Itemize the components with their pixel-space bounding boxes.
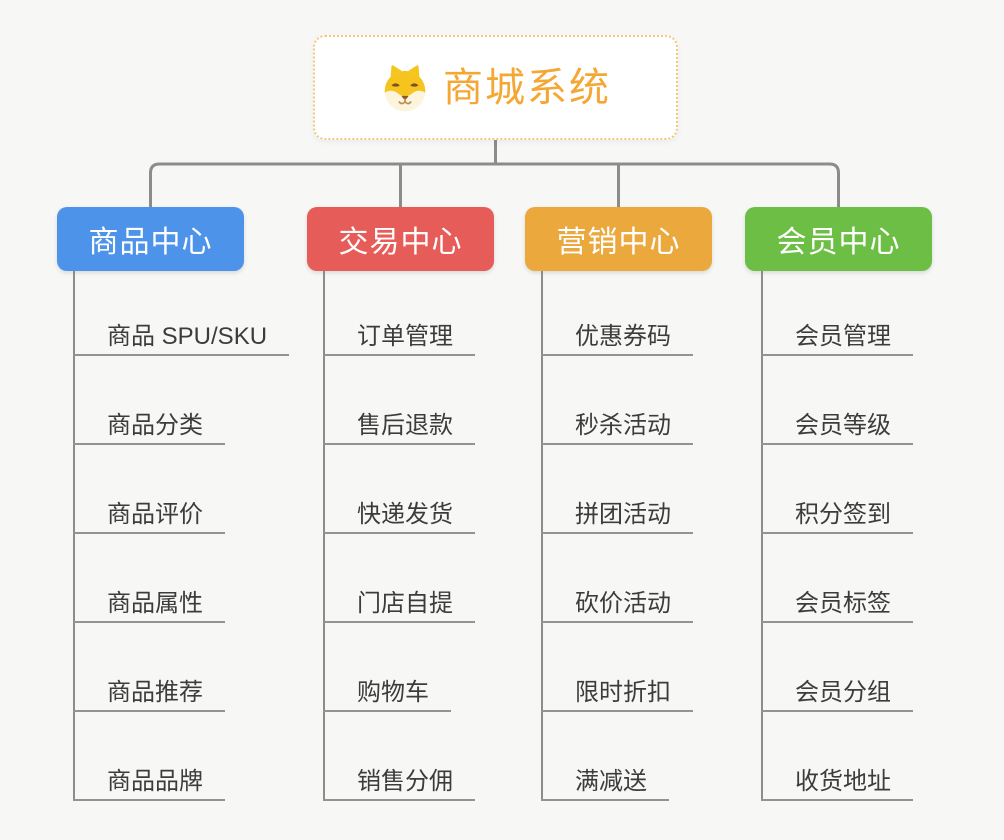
- leaf-topic-label: 门店自提: [357, 590, 453, 617]
- leaf-topic-label: 商品评价: [107, 501, 203, 528]
- leaf-topic-label: 商品 SPU/SKU: [107, 323, 268, 350]
- leaf-topic[interactable]: 商品分类: [73, 401, 225, 445]
- leaf-topic-label: 商品属性: [107, 590, 203, 617]
- branch-spine-line: [323, 271, 325, 801]
- leaf-topic[interactable]: 会员等级: [761, 401, 913, 445]
- leaf-topic[interactable]: 售后退款: [323, 401, 475, 445]
- leaf-topic[interactable]: 商品评价: [73, 490, 225, 534]
- leaf-topic[interactable]: 快递发货: [323, 490, 475, 534]
- leaf-topic[interactable]: 销售分佣: [323, 757, 475, 801]
- branch-spine-line: [73, 271, 75, 801]
- leaf-topic-label: 拼团活动: [575, 501, 671, 528]
- leaf-topic[interactable]: 会员管理: [761, 312, 913, 356]
- leaf-topic-label: 商品品牌: [107, 768, 203, 795]
- leaf-topic-label: 会员等级: [795, 412, 891, 439]
- branch-node-member-center[interactable]: 会员中心: [745, 207, 932, 271]
- leaf-topic[interactable]: 优惠券码: [541, 312, 693, 356]
- root-node[interactable]: 商城系统: [313, 35, 678, 140]
- branch-label: 商品中心: [88, 226, 213, 259]
- leaf-topic-label: 订单管理: [357, 323, 453, 350]
- branch-label: 会员中心: [776, 226, 901, 259]
- branch-node-marketing-center[interactable]: 营销中心: [525, 207, 712, 271]
- branch-spine-line: [761, 271, 763, 801]
- leaf-topic[interactable]: 满减送: [541, 757, 669, 801]
- leaf-topic-label: 会员分组: [795, 679, 891, 706]
- leaf-topic-label: 会员标签: [795, 590, 891, 617]
- leaf-topic-label: 满减送: [575, 768, 647, 795]
- leaf-topic-label: 砍价活动: [575, 590, 671, 617]
- leaf-topic[interactable]: 商品推荐: [73, 668, 225, 712]
- leaf-topic-label: 收货地址: [795, 768, 891, 795]
- leaf-topic-label: 商品分类: [107, 412, 203, 439]
- leaf-topic[interactable]: 商品品牌: [73, 757, 225, 801]
- leaf-topic[interactable]: 会员分组: [761, 668, 913, 712]
- leaf-topic[interactable]: 门店自提: [323, 579, 475, 623]
- branch-spine-line: [541, 271, 543, 801]
- leaf-topic[interactable]: 商品属性: [73, 579, 225, 623]
- leaf-topic[interactable]: 砍价活动: [541, 579, 693, 623]
- branch-node-trade-center[interactable]: 交易中心: [307, 207, 494, 271]
- leaf-topic[interactable]: 购物车: [323, 668, 451, 712]
- branch-label: 营销中心: [556, 226, 681, 259]
- leaf-topic-label: 售后退款: [357, 412, 453, 439]
- leaf-topic-label: 限时折扣: [575, 679, 671, 706]
- leaf-topic-label: 积分签到: [795, 501, 891, 528]
- root-title: 商城系统: [443, 65, 611, 110]
- leaf-topic-label: 会员管理: [795, 323, 891, 350]
- leaf-topic[interactable]: 商品 SPU/SKU: [73, 312, 290, 356]
- leaf-topic-label: 秒杀活动: [575, 412, 671, 439]
- leaf-topic[interactable]: 订单管理: [323, 312, 475, 356]
- leaf-topic[interactable]: 拼团活动: [541, 490, 693, 534]
- leaf-topic[interactable]: 会员标签: [761, 579, 913, 623]
- leaf-topic-label: 优惠券码: [575, 323, 671, 350]
- leaf-topic[interactable]: 积分签到: [761, 490, 913, 534]
- dog-face-icon: [384, 64, 426, 111]
- branch-node-product-center[interactable]: 商品中心: [57, 207, 244, 271]
- leaf-topic-label: 快递发货: [357, 501, 453, 528]
- branch-label: 交易中心: [338, 226, 463, 259]
- leaf-topic[interactable]: 限时折扣: [541, 668, 693, 712]
- leaf-topic[interactable]: 收货地址: [761, 757, 913, 801]
- leaf-topic-label: 商品推荐: [107, 679, 203, 706]
- leaf-topic-label: 购物车: [357, 679, 429, 706]
- leaf-topic[interactable]: 秒杀活动: [541, 401, 693, 445]
- leaf-topic-label: 销售分佣: [357, 768, 453, 795]
